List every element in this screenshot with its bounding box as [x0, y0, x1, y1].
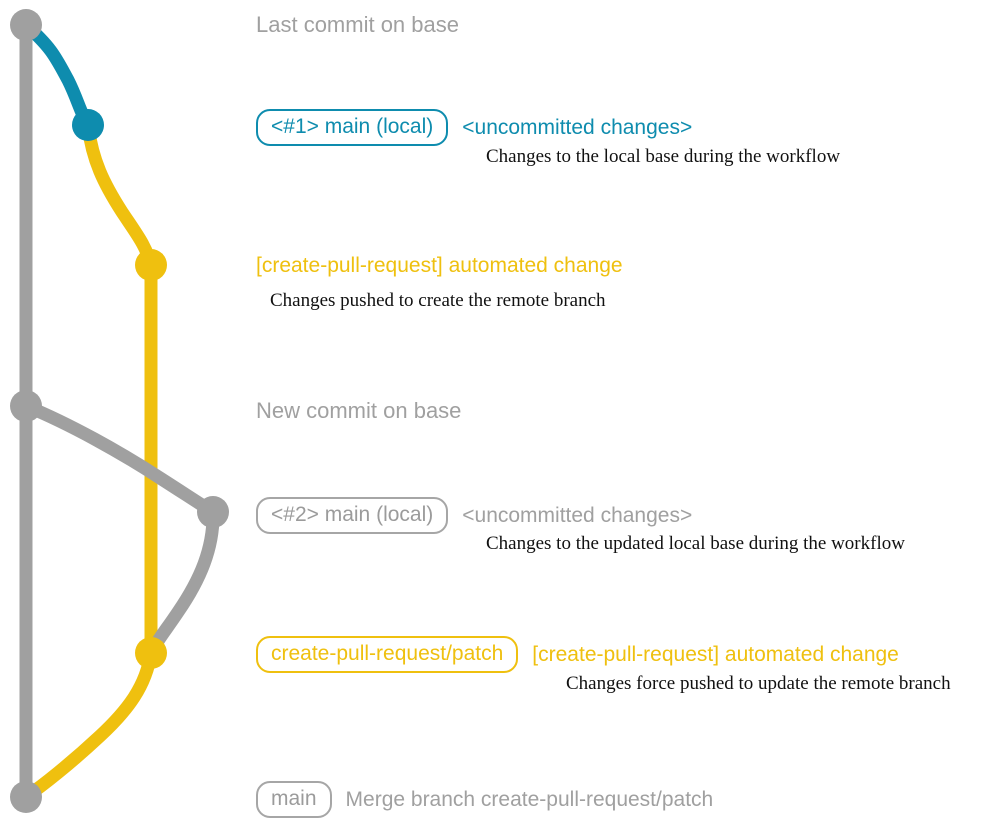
commit-node-merge-commit[interactable]: [10, 781, 42, 813]
commit-description-automated-change-1: Changes pushed to create the remote bran…: [270, 290, 606, 311]
commit-node-automated-change-2[interactable]: [135, 637, 167, 669]
ref-badge-local-1[interactable]: <#1> main (local): [256, 109, 449, 146]
commit-row-automated-change-2: create-pull-request/patch [create-pull-r…: [256, 636, 899, 673]
ref-badge-create-pull-request-patch[interactable]: create-pull-request/patch: [256, 636, 519, 673]
commit-subject-local-1: <uncommitted changes>: [462, 115, 693, 139]
commit-subject-last-commit-on-base: Last commit on base: [256, 12, 459, 37]
commit-row-local-2: <#2> main (local) <uncommitted changes>: [256, 497, 692, 534]
commit-description-local-1: Changes to the local base during the wor…: [486, 146, 841, 167]
branch-line-yellow-upper: [81, 118, 158, 272]
commit-node-automated-change-1[interactable]: [135, 249, 167, 281]
commit-subject-new-commit-on-base: New commit on base: [256, 398, 462, 423]
commit-row-merge-commit: main Merge branch create-pull-request/pa…: [256, 781, 713, 818]
commit-node-local-2[interactable]: [197, 496, 229, 528]
commit-subject-automated-change-2: [create-pull-request] automated change: [532, 642, 899, 666]
commit-description-local-2: Changes to the updated local base during…: [486, 533, 905, 554]
commit-row-local-1: <#1> main (local) <uncommitted changes>: [256, 109, 692, 146]
ref-badge-main[interactable]: main: [256, 781, 332, 818]
commit-subject-merge-commit: Merge branch create-pull-request/patch: [345, 787, 714, 811]
commit-subject-local-2: <uncommitted changes>: [462, 503, 693, 527]
ref-badge-local-2[interactable]: <#2> main (local): [256, 497, 449, 534]
commit-node-last-commit-on-base[interactable]: [10, 9, 42, 41]
commit-node-local-1[interactable]: [72, 109, 104, 141]
commit-description-automated-change-2: Changes force pushed to update the remot…: [566, 673, 951, 694]
branch-line-gray-to-local2: [19, 399, 220, 519]
branch-line-yellow-merge: [19, 646, 158, 804]
commit-subject-automated-change-1: [create-pull-request] automated change: [256, 254, 623, 277]
commit-node-new-commit-on-base[interactable]: [10, 390, 42, 422]
